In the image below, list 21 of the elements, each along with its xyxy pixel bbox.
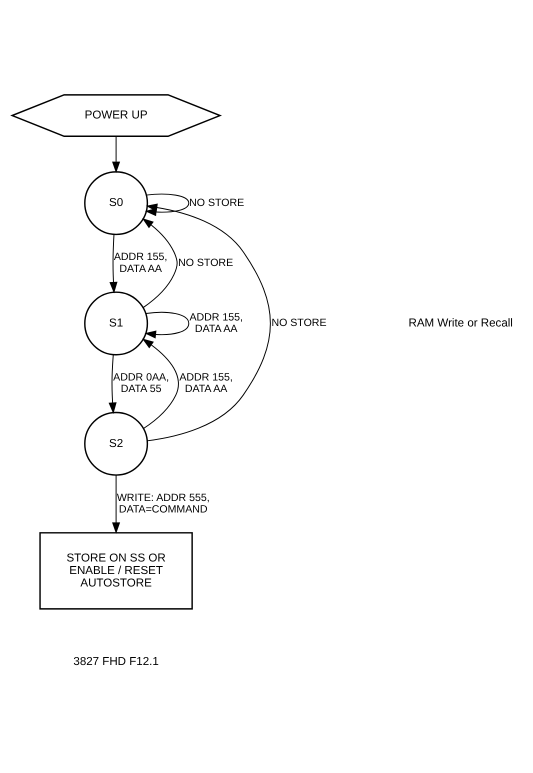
arrow xyxy=(108,354,117,414)
edge-label: ADDR 155, DATA AA xyxy=(114,250,168,274)
node-circle: S1 xyxy=(84,290,148,355)
node-box: STORE ON SS OR ENABLE / RESET AUTOSTORE xyxy=(39,532,193,610)
arrow xyxy=(142,338,179,428)
label: RAM Write or Recall xyxy=(408,316,513,329)
node-circle: S0 xyxy=(84,170,148,235)
edge-label: NO STORE xyxy=(189,196,244,208)
edge-label: ADDR 155, DATA AA xyxy=(189,310,243,334)
edge-label: ADDR 155, DATA AA xyxy=(179,371,233,395)
edge-label: WRITE: ADDR 555, DATA=COMMAND xyxy=(116,491,210,515)
edge-label: NO STORE xyxy=(178,256,234,268)
label: 3827 FHD F12.1 xyxy=(73,655,159,668)
edge-label: NO STORE xyxy=(271,316,327,329)
arrow xyxy=(112,135,120,173)
arrow xyxy=(109,234,118,293)
arrow xyxy=(142,218,178,308)
edge-label: ADDR 0AA, DATA 55 xyxy=(113,371,170,395)
arrow xyxy=(144,311,190,338)
arrow xyxy=(112,474,120,534)
node-circle: S2 xyxy=(84,411,148,476)
